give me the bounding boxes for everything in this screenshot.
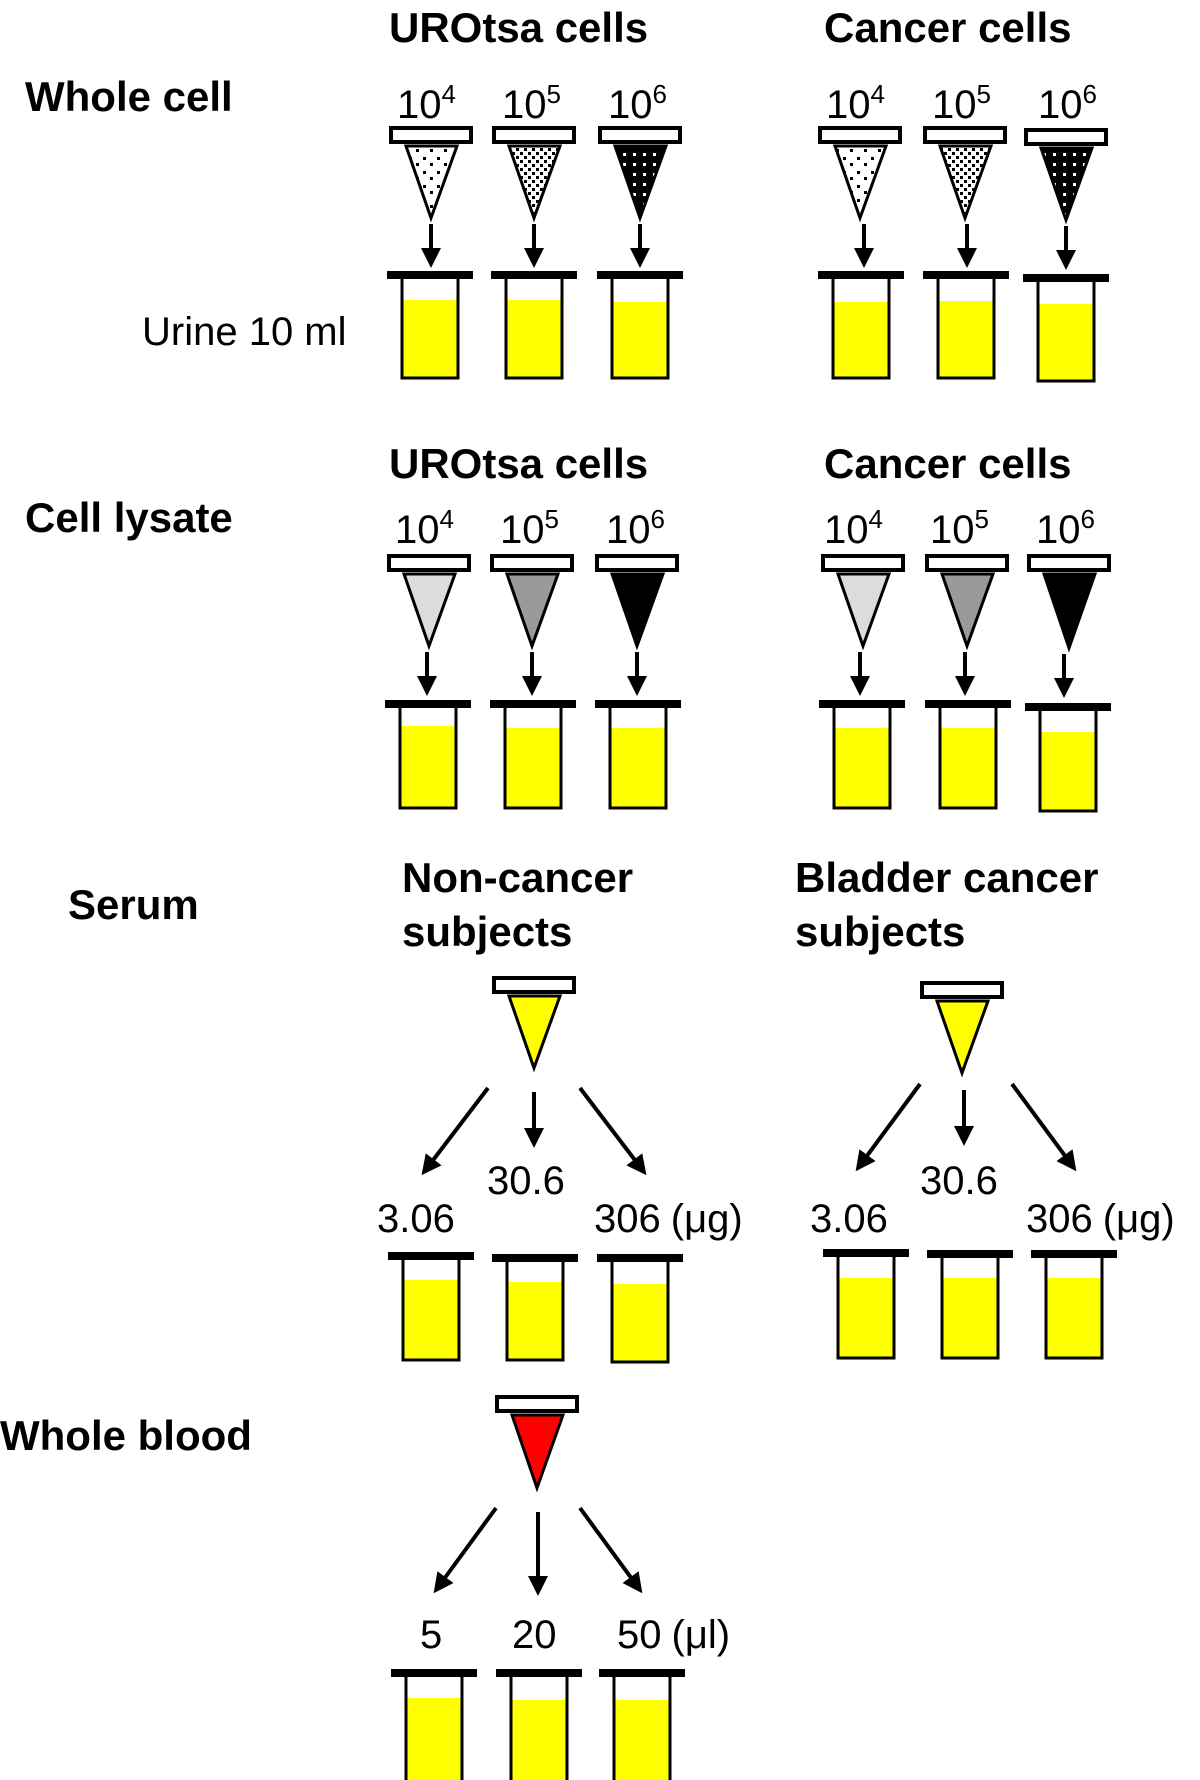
group-heading-urotsa: UROtsa cells: [389, 440, 648, 487]
cell-count-label: 105: [502, 79, 561, 127]
urine-tube-icon: [819, 700, 905, 810]
cell-count-label: 105: [932, 79, 991, 127]
blood-volume-label: 5: [420, 1613, 442, 1657]
urine-tube-icon: [387, 271, 473, 380]
serum-amount-label: 306(μg): [594, 1197, 743, 1241]
pipette-tip-icon: [492, 976, 576, 1073]
urine-tube-icon: [1023, 274, 1109, 383]
group-heading-bladder: Bladder cancer: [795, 854, 1098, 901]
urine-tube-icon: [925, 700, 1011, 810]
section-label-cell-lysate: Cell lysate: [25, 494, 233, 541]
section-label-whole-blood: Whole blood: [0, 1412, 252, 1459]
group-heading-cancer: Cancer cells: [824, 4, 1072, 51]
pipette-tip-icon: [818, 126, 902, 223]
cell-count-label: 104: [826, 79, 885, 127]
pipette-tip-icon: [923, 126, 1007, 223]
pipette-tip-icon: [595, 554, 679, 651]
urine-tube-icon: [823, 1249, 909, 1360]
cell-count-label: 106: [1038, 79, 1097, 127]
group-heading-cancer: Cancer cells: [824, 440, 1072, 487]
urine-tube-icon: [385, 700, 471, 810]
section-label-whole-cell: Whole cell: [25, 73, 233, 120]
urine-tube-icon: [492, 1254, 578, 1362]
urine-tube-icon: [491, 271, 577, 380]
urine-tube-icon: [923, 271, 1009, 380]
cell-count-label: 105: [930, 504, 989, 552]
cell-count-label: 104: [397, 79, 456, 127]
down-arrow-icon: [421, 1086, 647, 1176]
urine-tube-icon: [490, 700, 576, 810]
cell-count-label: 105: [500, 504, 559, 552]
urine-tube-icon: [1031, 1250, 1117, 1360]
pipette-tip-icon: [492, 126, 576, 223]
urine-tube-icon: [927, 1250, 1013, 1360]
down-arrow-icon: [421, 224, 1076, 270]
urine-tube-icon: [391, 1669, 477, 1780]
pipette-tip-icon: [920, 981, 1004, 1078]
urine-tube-icon: [599, 1669, 685, 1780]
cell-count-label: 104: [824, 504, 883, 552]
down-arrow-icon: [417, 652, 1074, 698]
pipette-tip-icon: [1027, 554, 1111, 653]
urine-tube-icon: [597, 271, 683, 380]
pipette-tip-icon: [495, 1395, 579, 1493]
cell-count-label: 104: [395, 504, 454, 552]
pipette-tip-icon: [389, 126, 473, 223]
cell-count-label: 106: [608, 79, 667, 127]
pipette-tip-icon: [387, 554, 471, 651]
urine-tube-icon: [496, 1669, 582, 1780]
down-arrow-icon: [855, 1082, 1077, 1172]
pipette-tip-icon: [925, 554, 1009, 651]
cell-count-label: 106: [606, 504, 665, 552]
blood-volume-label: 50(μl): [617, 1613, 730, 1657]
serum-amount-label: 3.06: [377, 1197, 455, 1241]
urine-tube-icon: [388, 1252, 474, 1362]
serum-amount-label: 3.06: [810, 1197, 888, 1241]
section-label-serum: Serum: [68, 881, 199, 928]
urine-volume-label: Urine 10 ml: [142, 310, 347, 354]
pipette-tip-icon: [1024, 128, 1108, 225]
urine-tube-icon: [818, 271, 904, 380]
down-arrow-icon: [433, 1506, 643, 1596]
serum-amount-label: 30.6: [920, 1159, 998, 1203]
cell-count-labels: 104 105 106 104 105 106 104 105 106 104 …: [395, 79, 1097, 552]
group-heading-bladder: subjects: [795, 908, 965, 955]
cell-count-label: 106: [1036, 504, 1095, 552]
group-heading-noncancer: Non-cancer: [402, 854, 633, 901]
urine-tube-icon: [597, 1254, 683, 1364]
pipette-tip-icon: [598, 126, 682, 223]
group-heading-noncancer: subjects: [402, 908, 572, 955]
serum-amount-label: 306(μg): [1026, 1197, 1175, 1241]
group-heading-urotsa: UROtsa cells: [389, 4, 648, 51]
serum-amount-label: 30.6: [487, 1159, 565, 1203]
urine-tube-icon: [1025, 703, 1111, 813]
pipette-tip-icon: [490, 554, 574, 651]
pipette-tip-icon: [821, 554, 905, 651]
urine-tube-icon: [595, 700, 681, 810]
blood-volume-label: 20: [512, 1613, 557, 1657]
